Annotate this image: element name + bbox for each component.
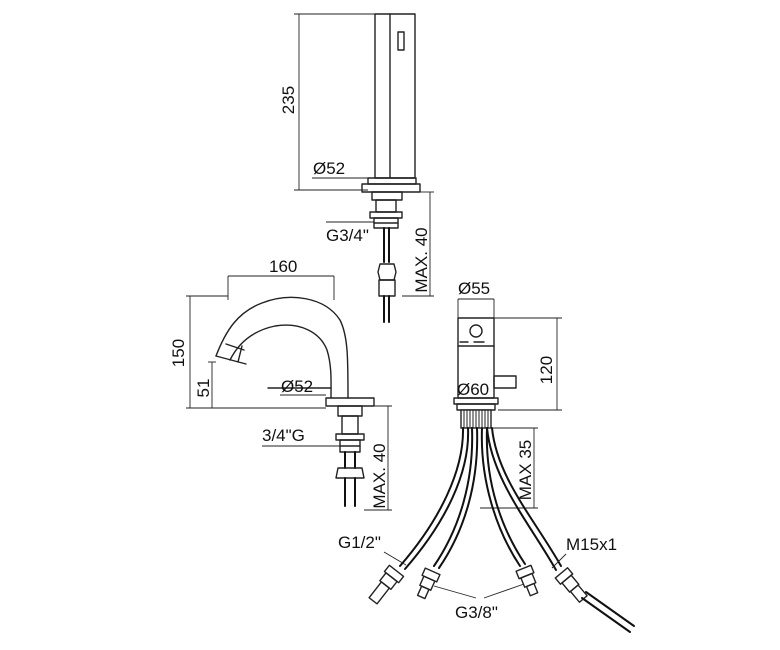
top-max-label: MAX. 40 — [412, 227, 431, 292]
spout-outlet-height-label: 51 — [194, 379, 213, 398]
mixer-unit: Ø55 120 Ø60 MAX 35 — [338, 279, 635, 633]
hose-g12-label: G1/2" — [338, 533, 381, 552]
spout-thread-label: 3/4"G — [262, 426, 305, 445]
spout-body — [215, 296, 349, 399]
mixer-top-diameter-label: Ø55 — [458, 279, 490, 298]
spout-diameter-label: Ø52 — [281, 377, 313, 396]
hose-g38-label: G3/8" — [455, 603, 498, 622]
spout-max-label: MAX. 40 — [370, 443, 389, 508]
top-unit: 235 Ø52 G3/4" MAX. 40 — [279, 13, 434, 323]
top-diameter-label: Ø52 — [313, 159, 345, 178]
mixer-hoses — [368, 427, 635, 633]
spout-height-label: 150 — [169, 339, 188, 367]
top-thread-label: G3/4" — [326, 226, 369, 245]
spout-unit: 160 150 51 Ø52 3/4"G MAX. 40 — [169, 257, 392, 511]
mixer-height-label: 120 — [537, 356, 556, 384]
top-unit-body — [374, 13, 416, 179]
mixer-base-diameter-label: Ø60 — [457, 380, 489, 399]
top-height-label: 235 — [279, 86, 298, 114]
hose-m15-label: M15x1 — [566, 535, 617, 554]
spout-reach-label: 160 — [269, 257, 297, 276]
mixer-max-label: MAX 35 — [516, 440, 535, 500]
